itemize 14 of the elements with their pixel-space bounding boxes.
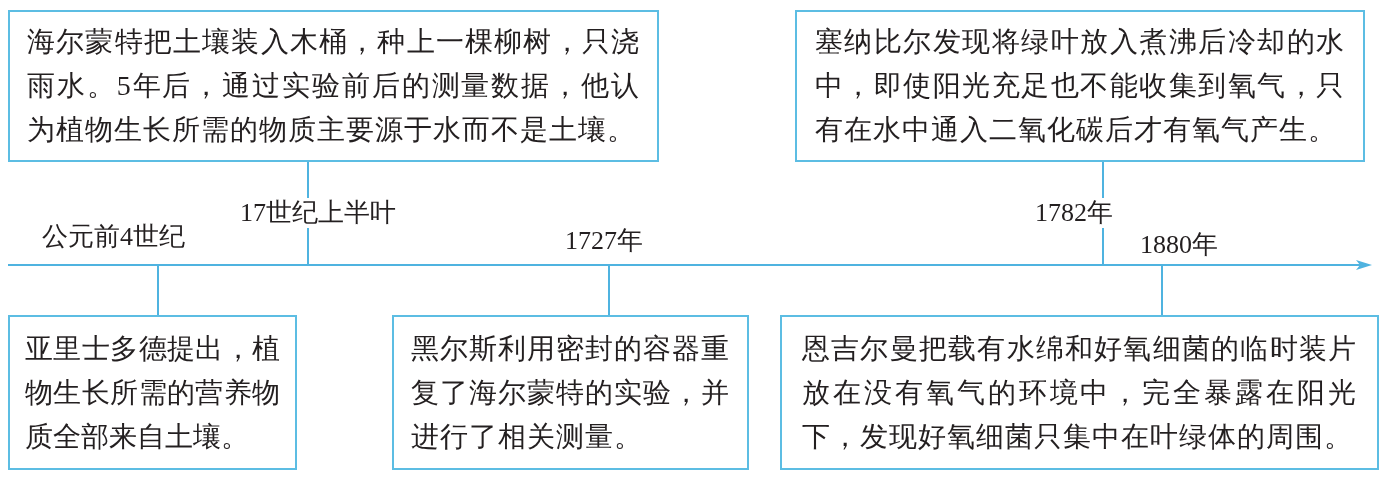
event-description: 黑尔斯利用密封的容器重复了海尔蒙特的实验，并进行了相关测量。	[411, 331, 730, 454]
event-description: 海尔蒙特把土壤装入木桶，种上一棵柳树，只浇雨水。5年后，通过实验前后的测量数据，他认为植物生长所需的物质主要源于水而不是土壤。	[27, 25, 640, 147]
leader-line	[157, 264, 159, 316]
event-box	[8, 10, 659, 162]
event-description: 恩吉尔曼把载有水绵和好氧细菌的临时装片放在没有氧气的环境中，完全暴露在阳光下，发现好氧细菌只集中在叶绿体的周围。	[802, 331, 1357, 454]
leader-line	[608, 264, 610, 316]
event-description: 亚里士多德提出，植物生长所需的营养物质全部来自土壤。	[25, 331, 280, 454]
event-box	[795, 10, 1365, 162]
event-box	[780, 315, 1379, 470]
date-label: 公元前4世纪	[40, 222, 187, 252]
event-description: 塞纳比尔发现将绿叶放入煮沸后冷却的水中，即使阳光充足也不能收集到氧气，只有在水中通入二氧化碳后才有氧气产生。	[815, 25, 1345, 147]
event-box	[8, 315, 297, 470]
event-box	[392, 315, 749, 470]
leader-line	[1161, 264, 1163, 316]
